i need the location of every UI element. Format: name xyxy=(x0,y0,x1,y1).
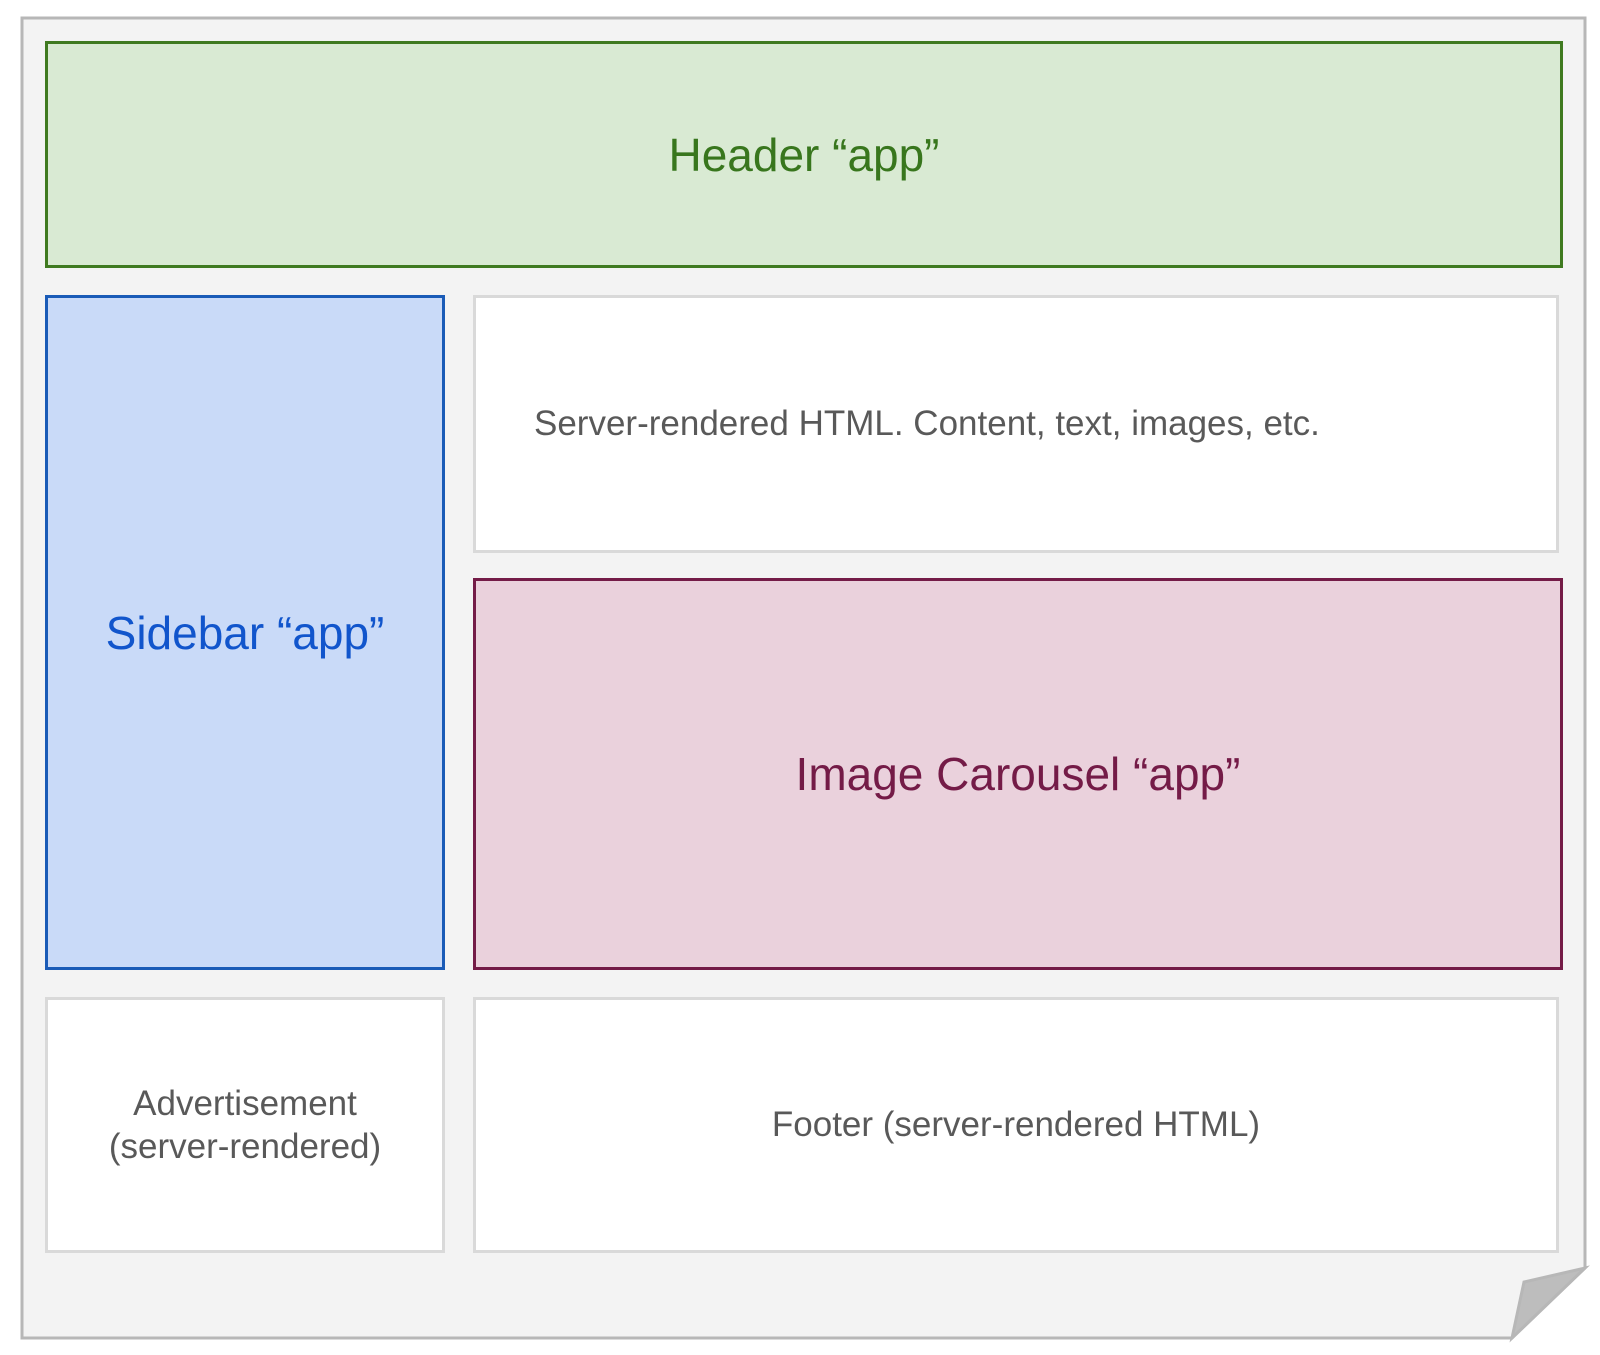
header-app-label: Header “app” xyxy=(668,128,940,181)
image-carousel-app-label: Image Carousel “app” xyxy=(795,748,1241,800)
advertisement-sublabel: (server-rendered) xyxy=(108,1127,382,1166)
footer-label: Footer (server-rendered HTML) xyxy=(771,1105,1261,1144)
sidebar-app-box: Sidebar “app” xyxy=(45,295,445,970)
footer-box: Footer (server-rendered HTML) xyxy=(473,997,1559,1253)
page-corner-fold xyxy=(1509,1265,1590,1343)
header-app-box: Header “app” xyxy=(45,41,1563,268)
sidebar-app-label: Sidebar “app” xyxy=(105,606,385,659)
server-rendered-content-label: Server-rendered HTML. Content, text, ima… xyxy=(534,404,1320,443)
advertisement-label: Advertisement xyxy=(133,1084,357,1123)
image-carousel-app-box: Image Carousel “app” xyxy=(473,578,1563,970)
advertisement-box: Advertisement (server-rendered) xyxy=(45,997,445,1253)
server-rendered-content-box: Server-rendered HTML. Content, text, ima… xyxy=(473,295,1559,553)
